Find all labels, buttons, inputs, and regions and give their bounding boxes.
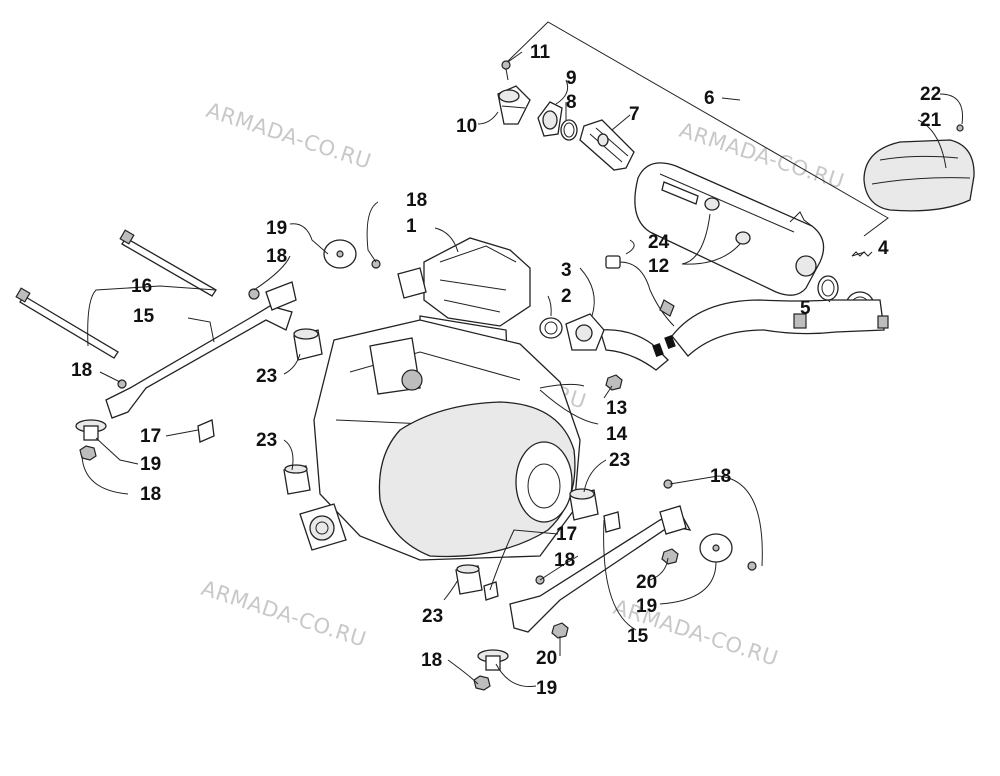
callout-20b: 20: [536, 648, 557, 669]
callout-6: 6: [704, 88, 715, 109]
callout-1: 1: [406, 216, 417, 237]
part-gasket-9: [537, 101, 563, 137]
callout-19a: 19: [266, 218, 287, 239]
part-clamp-5: [817, 275, 839, 301]
part-bracket-15-right: [509, 505, 692, 633]
callout-12: 12: [648, 256, 669, 277]
part-heat-shield-21: [863, 124, 975, 212]
callout-9: 9: [566, 68, 577, 89]
callout-24: 24: [648, 232, 670, 253]
part-isolator-23-left-lower: [283, 464, 311, 495]
watermark: ARMADA-CO.RU: [198, 576, 369, 652]
part-bolt-16a: [119, 229, 217, 297]
part-mount-19-right: [473, 575, 545, 691]
part-nut-13: [605, 374, 623, 391]
callout-18f: 18: [554, 550, 575, 571]
part-bolt-11: [501, 60, 511, 81]
callout-19c: 19: [636, 596, 657, 617]
part-isolator-23-right-lower: [455, 564, 483, 595]
part-flange-10: [497, 85, 531, 125]
callout-23a: 23: [256, 366, 277, 387]
part-o2-sensor-24: [605, 255, 675, 327]
callout-18e: 18: [710, 466, 731, 487]
part-gasket-2: [539, 317, 563, 339]
part-tube-7: [579, 119, 635, 171]
callout-labels: 1 2 3 4 5 6 7 8 9 10 11 12 13 14 15 15 1…: [71, 42, 942, 699]
callout-10: 10: [456, 116, 477, 137]
callout-8: 8: [566, 92, 577, 113]
callout-23c: 23: [609, 450, 630, 471]
watermark: ARMADA-CO.RU: [203, 98, 374, 174]
callout-7: 7: [629, 104, 640, 125]
part-washer-19-upper: [248, 239, 381, 300]
callout-16: 16: [131, 276, 152, 297]
part-ring-8: [560, 119, 578, 141]
callout-11: 11: [530, 42, 551, 63]
callout-14: 14: [606, 424, 628, 445]
assembly-bracket-6: [504, 21, 889, 237]
callout-18d: 18: [140, 484, 161, 505]
part-isolator-23-right-upper: [569, 488, 599, 521]
callout-17: 17: [140, 426, 161, 447]
callout-13: 13: [606, 398, 627, 419]
part-port-flange: [565, 313, 605, 351]
callout-5: 5: [800, 298, 811, 319]
part-washer-19-right: [551, 479, 757, 639]
part-bushing-17-left: [197, 419, 215, 443]
callout-4: 4: [878, 238, 889, 259]
callout-21: 21: [920, 110, 942, 131]
callout-18b: 18: [266, 246, 287, 267]
part-isolator-23-left-upper: [293, 328, 323, 361]
part-muffler-6: [634, 162, 825, 296]
part-mount-19-left: [75, 379, 127, 461]
callout-15: 15: [133, 306, 155, 327]
callout-23b: 23: [256, 430, 277, 451]
part-bolt-16b: [15, 287, 119, 359]
callout-18a: 18: [406, 190, 427, 211]
part-spring-4: [851, 251, 873, 257]
part-engine-1: [299, 237, 585, 561]
callout-2: 2: [561, 286, 572, 307]
part-bushing-17-right-lower: [483, 581, 499, 601]
part-bracket-15-left: [105, 281, 297, 419]
callout-19b: 19: [140, 454, 161, 475]
leader-lines: [81, 51, 964, 688]
callout-20a: 20: [636, 572, 657, 593]
callout-17b: 17: [556, 524, 577, 545]
callout-23d: 23: [422, 606, 443, 627]
callout-18c: 18: [71, 360, 92, 381]
callout-3: 3: [561, 260, 572, 281]
callout-22: 22: [920, 84, 941, 105]
callout-19d: 19: [536, 678, 557, 699]
callout-15b: 15: [627, 626, 649, 647]
part-bushing-17-right-upper: [603, 511, 621, 533]
callout-18g: 18: [421, 650, 442, 671]
part-header-pipe-3: [599, 299, 889, 371]
